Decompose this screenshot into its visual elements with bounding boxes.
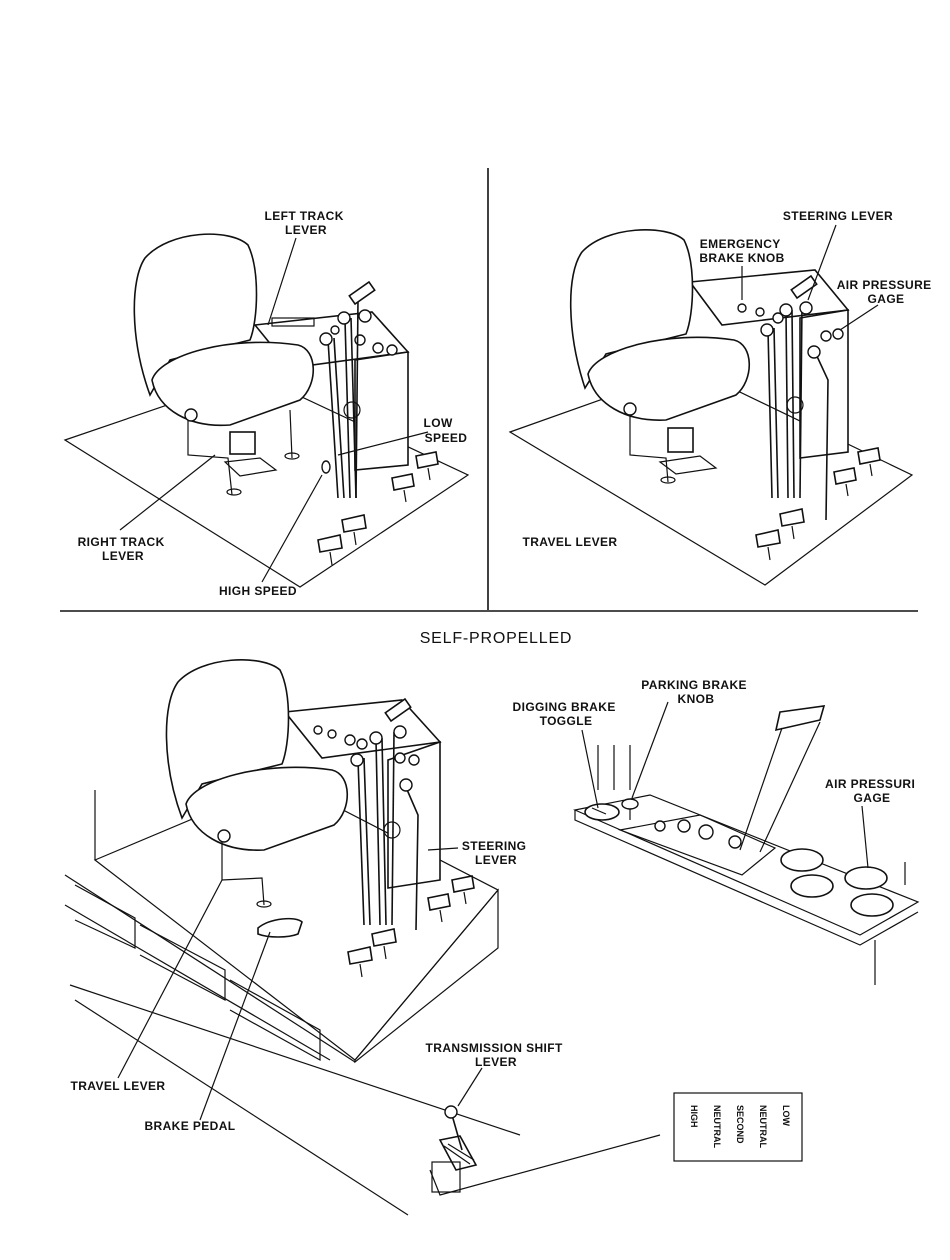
section-title: SELF-PROPELLED	[420, 630, 573, 647]
plate-second: SECOND	[735, 1105, 745, 1144]
track-pedals	[348, 876, 474, 977]
leader-right-track	[120, 455, 215, 530]
operator-seat	[571, 230, 750, 483]
leader-travel	[118, 880, 222, 1078]
label-parking-brake-knob: PARKING BRAKE KNOB	[641, 678, 750, 706]
label-left-track-lever: LEFT TRACK LEVER	[264, 209, 347, 237]
operator-seat	[134, 234, 313, 495]
label-steering-lever: STEERING LEVER	[462, 839, 530, 867]
label-travel-lever: TRAVEL LEVER	[522, 535, 617, 549]
label-steering-lever: STEERING LEVER	[783, 209, 893, 223]
bottom-panel: LOW NEUTRAL SECOND NEUTRAL HIGH	[65, 660, 919, 1215]
label-travel-lever: TRAVEL LEVER	[70, 1079, 165, 1093]
shift-pattern-plate: LOW NEUTRAL SECOND NEUTRAL HIGH	[674, 1093, 802, 1161]
top-left-panel: LEFT TRACK LEVER LOW SPEED RIGHT TRACK L…	[65, 209, 468, 598]
label-air-pressure-gage: AIR PRESSURI GAGE	[825, 777, 919, 805]
label-air-pressure-gage: AIR PRESSURE GAGE	[837, 278, 936, 306]
label-brake-pedal: BRAKE PEDAL	[144, 1119, 235, 1133]
label-low-speed: LOW SPEED	[424, 416, 468, 445]
leader-digging-brake	[582, 730, 598, 808]
leader-parking-brake	[632, 702, 668, 798]
label-digging-brake-toggle: DIGGING BRAKE TOGGLE	[513, 700, 620, 728]
brake-and-gage-detail	[575, 706, 918, 985]
machine-deck	[65, 780, 660, 1215]
top-right-panel: STEERING LEVER EMERGENCY BRAKE KNOB AIR …	[510, 209, 935, 585]
plate-neutral-2: NEUTRAL	[712, 1105, 722, 1148]
leader-transmission	[458, 1068, 482, 1106]
transmission-shift-lever	[432, 1106, 476, 1192]
plate-low: LOW	[781, 1105, 791, 1126]
label-right-track-lever: RIGHT TRACK LEVER	[78, 535, 169, 563]
brake-pedal	[258, 919, 302, 937]
label-transmission-shift-lever: TRANSMISSION SHIFT LEVER	[426, 1041, 567, 1069]
label-high-speed: HIGH SPEED	[219, 584, 297, 598]
plate-neutral-1: NEUTRAL	[758, 1105, 768, 1148]
operator-seat	[166, 660, 347, 907]
leader-left-track	[268, 238, 296, 325]
plate-high: HIGH	[689, 1105, 699, 1128]
leader-high-speed	[262, 475, 322, 582]
track-pedals	[756, 448, 880, 560]
leader-air-pressure	[862, 806, 868, 868]
label-emergency-brake-knob: EMERGENCY BRAKE KNOB	[699, 237, 784, 265]
